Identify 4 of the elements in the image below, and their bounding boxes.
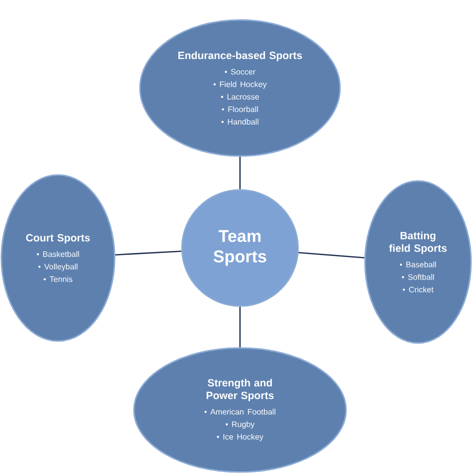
connector-line: [239, 306, 241, 348]
connector-line: [115, 250, 182, 256]
connector-line: [239, 156, 241, 190]
connector-line: [298, 252, 364, 258]
